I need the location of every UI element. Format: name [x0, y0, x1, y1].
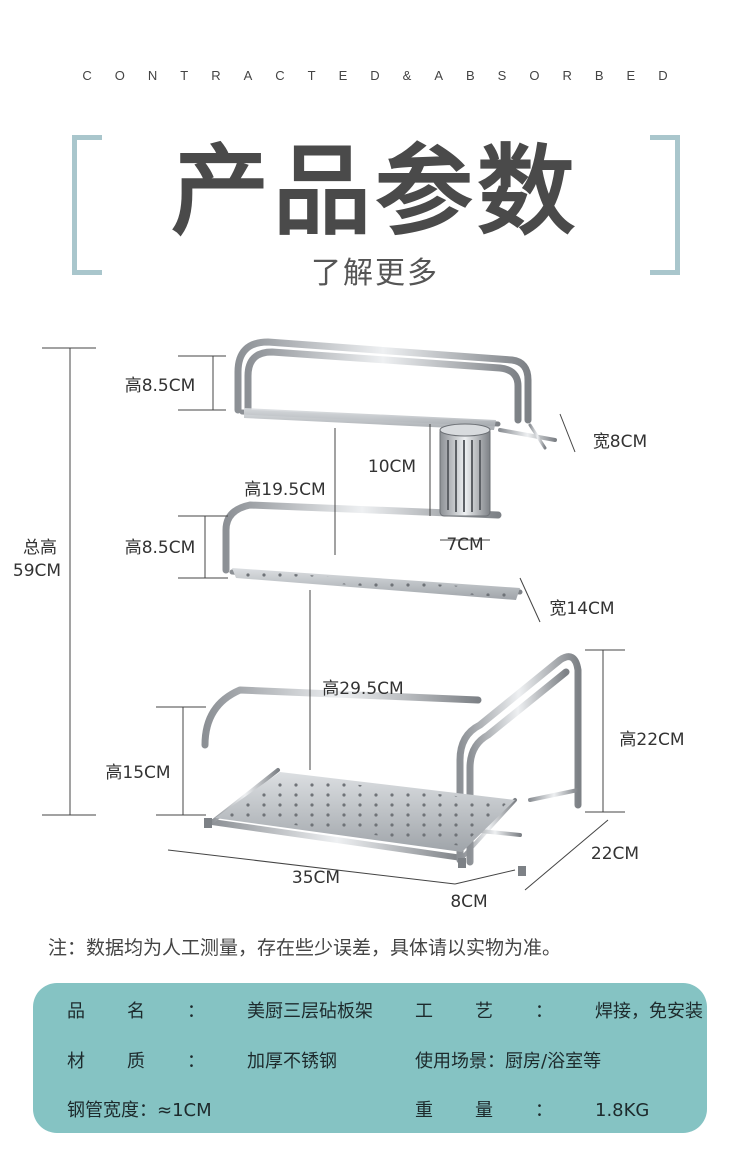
- brand-tagline: CONTRACTED&ABSORBED: [82, 68, 691, 83]
- right-bracket-decoration: [650, 135, 680, 275]
- measurement-note: 注：数据均为人工测量，存在些少误差，具体请以实物为准。: [48, 937, 562, 959]
- board-holder-depth: 22CM: [591, 844, 639, 864]
- rack-illustration: [201, 338, 582, 874]
- top-tier-width: 宽8CM: [593, 432, 647, 452]
- spec-value: 厨房/浴室等: [505, 1051, 602, 1072]
- spec-item: 工艺：焊接，免安装: [415, 997, 703, 1023]
- spec-item: 重量：1.8KG: [415, 1096, 649, 1122]
- middle-tier-height: 高8.5CM: [125, 538, 196, 558]
- dimension-lines: [42, 347, 625, 891]
- rack-length: 35CM: [292, 868, 340, 888]
- spec-value: 焊接，免安装: [595, 1001, 703, 1022]
- spec-key: 钢管宽度：: [67, 1100, 157, 1121]
- spec-row: 材质：加厚不锈钢 使用场景：厨房/浴室等: [33, 1047, 707, 1077]
- bottom-tier-height: 高15CM: [105, 763, 170, 783]
- spec-item: 钢管宽度：≈1CM: [67, 1096, 212, 1122]
- product-dimension-diagram: 总高 59CM 高8.5CM 高8.5CM 高15CM 高19.5CM 高29.…: [13, 338, 685, 912]
- page-subtitle: 了解更多: [311, 256, 439, 291]
- board-holder-height: 高22CM: [619, 730, 684, 750]
- cup-width: 7CM: [446, 535, 483, 555]
- board-holder-gap: 8CM: [450, 892, 487, 912]
- top-tier-height: 高8.5CM: [125, 376, 196, 396]
- spec-value: 1.8KG: [595, 1100, 650, 1121]
- spec-value: ≈1CM: [157, 1100, 212, 1121]
- spec-key: 使用场景：: [415, 1051, 505, 1072]
- total-height-label: 总高: [23, 538, 57, 558]
- cup-height: 10CM: [368, 457, 416, 477]
- spec-value: 加厚不锈钢: [247, 1051, 337, 1072]
- lower-span-height: 高29.5CM: [322, 679, 403, 699]
- spec-key: 工艺：: [415, 1001, 595, 1022]
- spec-value: 美厨三层砧板架: [247, 1001, 373, 1022]
- spec-item: 使用场景：厨房/浴室等: [415, 1047, 601, 1073]
- spec-item: 材质：加厚不锈钢: [67, 1047, 337, 1073]
- spec-key: 重量：: [415, 1100, 595, 1121]
- left-bracket-decoration: [72, 135, 102, 275]
- spec-panel: 品名：美厨三层砧板架 工艺：焊接，免安装 材质：加厚不锈钢 使用场景：厨房/浴室…: [33, 983, 707, 1133]
- spec-row: 钢管宽度：≈1CM 重量：1.8KG: [33, 1096, 707, 1126]
- spec-row: 品名：美厨三层砧板架 工艺：焊接，免安装: [33, 997, 707, 1027]
- total-height-value: 59CM: [13, 561, 61, 581]
- middle-tier-width: 宽14CM: [549, 599, 614, 619]
- spec-key: 材质：: [67, 1051, 247, 1072]
- spec-key: 品名：: [67, 1001, 247, 1022]
- utensil-cup-illustration: [439, 423, 491, 517]
- page-title: 产品参数: [170, 135, 579, 249]
- spec-item: 品名：美厨三层砧板架: [67, 997, 373, 1023]
- upper-span-height: 高19.5CM: [244, 480, 325, 500]
